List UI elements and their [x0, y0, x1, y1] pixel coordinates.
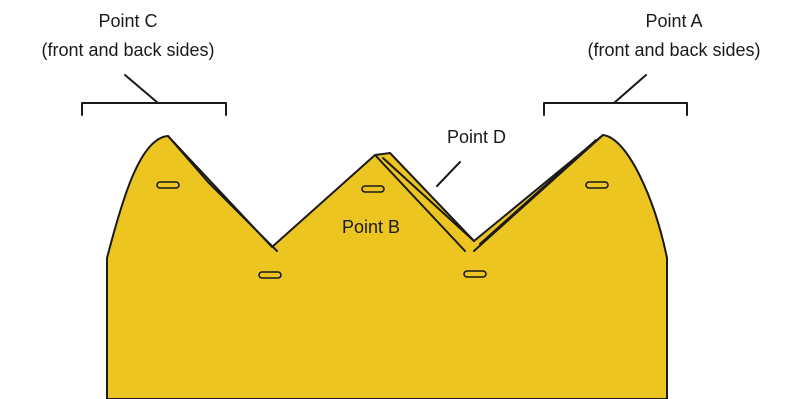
point-d-leader: [436, 161, 461, 187]
point-a-bracket: [543, 102, 688, 116]
slot-right-valley: [463, 270, 487, 278]
fold-line-center-front: [374, 154, 466, 252]
fold-line-right-inner: [479, 139, 597, 245]
fold-line-center-back: [382, 157, 475, 242]
point-c-leader: [124, 74, 159, 104]
point-a-leader: [613, 74, 647, 104]
point-a-label-title: Point A: [645, 11, 702, 31]
crown-paper: [106, 134, 668, 399]
point-d-label: Point D: [447, 127, 506, 147]
point-c-label-subtitle: (front and back sides): [41, 40, 214, 60]
slot-left-peak: [156, 181, 180, 189]
fold-line-left: [167, 135, 278, 252]
slot-left-valley: [258, 271, 282, 279]
point-c-label-title: Point C: [98, 11, 157, 31]
point-c-bracket: [81, 102, 227, 116]
point-b-label: Point B: [342, 217, 400, 237]
slot-center-peak: [361, 185, 385, 193]
slot-right-peak: [585, 181, 609, 189]
point-a-label-subtitle: (front and back sides): [587, 40, 760, 60]
